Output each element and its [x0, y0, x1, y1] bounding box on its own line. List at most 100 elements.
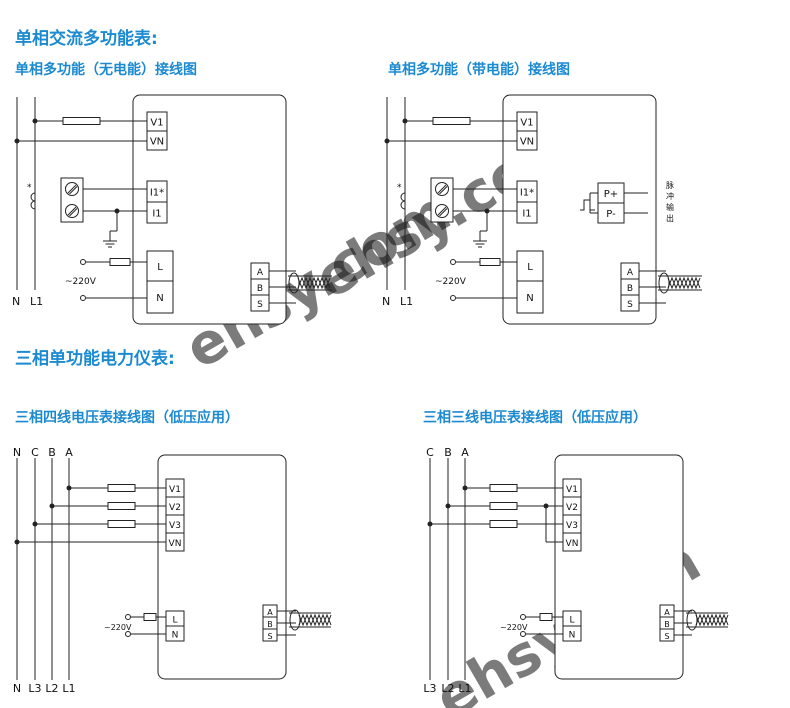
d4-bottom-label: L2 [441, 682, 454, 695]
d1-ct-coil-icon [30, 192, 36, 210]
diagram-title-4: 三相三线电压表接线图（低压应用） [423, 410, 647, 426]
d3-bottom-label: L2 [45, 682, 58, 695]
d1-comm-cable-twist [297, 276, 331, 290]
d4-comm-cable-shield [686, 609, 698, 631]
d1-terminal-l-label: L [157, 262, 163, 273]
d2-ct-block-screw-slot [437, 184, 447, 194]
d1-ct-block-screw-slot [69, 208, 78, 217]
d2-terminal-n [516, 280, 544, 314]
d1-supply-terminal-n [80, 295, 86, 301]
d3-supply-terminal-l [125, 614, 131, 620]
d2-ct-block-screw-slot [437, 206, 447, 216]
d3-terminal-v0-label: V1 [169, 485, 181, 495]
d2-ct-block-screw-slot [439, 208, 448, 217]
d4-comm-terminal-0-label: A [664, 608, 670, 617]
d3-comm-terminal-1-label: B [267, 620, 273, 629]
d3-v-fuse-icon [107, 520, 136, 528]
d3-supply-label: ~220V [104, 623, 132, 632]
d4-top-label: C [426, 446, 434, 459]
d4-bottom-label: L1 [458, 682, 471, 695]
diagram-title-3: 三相四线电压表接线图（低压应用） [15, 410, 239, 426]
d3-comm-cable-twist [298, 613, 332, 627]
d4-supply-label: ~220V [500, 623, 528, 632]
d1-ct-block-screw-slot [67, 184, 77, 194]
d1-terminal-i1-label: I1 [152, 209, 161, 220]
d1-supply-fuse-icon [109, 258, 131, 266]
d4-top-label: B [444, 446, 452, 459]
d3-comm-cable-shield [289, 609, 301, 631]
d3-bottom-label: L3 [28, 682, 41, 695]
d1-terminal-i1-star-label: I1* [150, 188, 164, 199]
d2-pulse-wave-icon [580, 199, 595, 211]
d2-ct-coil-icon [400, 192, 406, 210]
d2-comm-cable-shield [658, 272, 670, 294]
d1-terminal-i1 [146, 201, 168, 224]
d1-comm-terminal-1-label: B [257, 284, 263, 294]
d3-v-fuse-icon [107, 484, 136, 492]
d3-terminal-v2-label: V3 [169, 521, 181, 531]
heading-single-phase: 单相交流多功能表: [15, 29, 158, 49]
d4-supply-terminal-n [520, 631, 526, 637]
d4-v-fuse-icon [489, 502, 518, 510]
d3-terminal-v3-label: VN [169, 539, 182, 549]
d4-v-fuse-icon [489, 520, 518, 528]
d3-terminal-v1-label: V2 [169, 503, 181, 513]
d3-comm-terminal-0-label: A [267, 608, 273, 617]
d4-terminal-v0-label: V1 [566, 485, 578, 495]
d4-comm-terminal-1-label: B [664, 620, 670, 629]
d4-comm-terminal-2-label: S [664, 632, 669, 641]
d1-terminal-n-label: N [156, 293, 163, 304]
d2-comm-terminal-1-label: B [627, 284, 633, 294]
d2-terminal-l-label: L [527, 262, 533, 273]
d4-comm-cable-twist [695, 613, 729, 627]
d3-terminal-n-label: N [172, 631, 179, 641]
d2-comm-cable-twist [667, 276, 701, 290]
d3-comm-terminal-2-label: S [267, 632, 272, 641]
d4-comm-cable-twist [695, 613, 729, 627]
d1-terminal-vn-label: VN [150, 137, 164, 148]
d4-meter-body [554, 454, 684, 680]
d3-meter-body [157, 454, 287, 680]
d1-comm-cable-twist [297, 276, 331, 290]
d3-supply-fuse-icon [143, 613, 157, 621]
d2-comm-terminal-0-label: A [627, 268, 634, 278]
d4-supply-fuse-icon [539, 613, 553, 621]
d2-supply-terminal-n [450, 295, 456, 301]
d2-pulse-label-char: 脉 [666, 180, 674, 190]
d3-top-label: B [48, 446, 56, 459]
d1-label-l1: L1 [30, 295, 43, 308]
d3-top-label: A [65, 446, 73, 459]
d2-terminal-i1 [516, 201, 538, 224]
heading-three-phase: 三相单功能电力仪表: [15, 349, 175, 369]
d1-comm-cable-shield [288, 272, 300, 294]
d2-supply-terminal-l [450, 259, 456, 265]
d2-pulse-label-char: 出 [666, 213, 674, 223]
d1-comm-terminal-2-label: S [257, 300, 263, 310]
d2-terminal-n-label: N [526, 293, 533, 304]
d1-ct-block-screw-slot [67, 206, 77, 216]
d3-v-fuse-icon [107, 502, 136, 510]
diagram-title-1: 单相多功能（无电能）接线图 [15, 62, 197, 78]
d2-supply-fuse-icon [479, 258, 501, 266]
d2-terminal-p-minus-label: P- [606, 209, 616, 220]
d4-top-label: A [461, 446, 469, 459]
d1-ct-block-screw-slot [69, 186, 78, 195]
d2-ct-block-screw-slot [439, 186, 448, 195]
diagram-title-2: 单相多功能（带电能）接线图 [388, 62, 570, 78]
d2-comm-cable-twist [667, 276, 701, 290]
d4-terminal-v3-label: VN [566, 539, 579, 549]
d3-supply-terminal-n [125, 631, 131, 637]
d4-bottom-label: L3 [423, 682, 436, 695]
d4-terminal-l-label: L [569, 616, 574, 626]
d2-v1-fuse-icon [432, 117, 471, 125]
d2-pulse-label-char: 冲 [666, 191, 674, 201]
d4-supply-terminal-l [520, 614, 526, 620]
d1-v1-fuse-icon [62, 117, 101, 125]
d4-terminal-v1-label: V2 [566, 503, 578, 513]
d3-bottom-label: L1 [62, 682, 75, 695]
d1-ct-mark: * [27, 183, 32, 193]
d1-terminal-l [146, 250, 174, 282]
d1-terminal-n [146, 280, 174, 314]
d2-terminal-vn-label: VN [520, 137, 534, 148]
